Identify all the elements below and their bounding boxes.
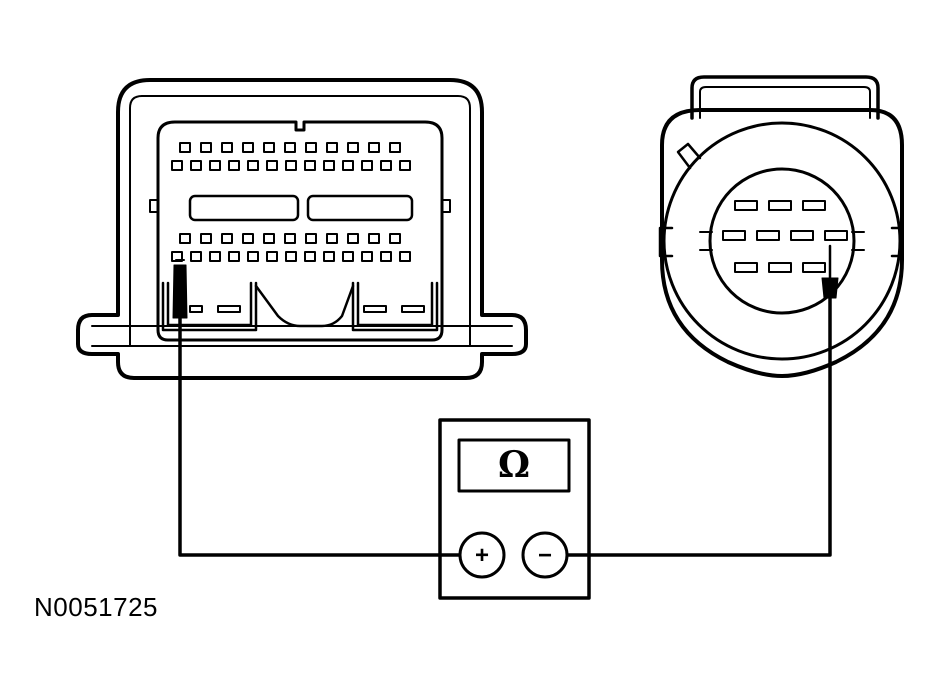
pin-cavity xyxy=(209,251,221,262)
pin-cavity xyxy=(247,251,259,262)
sensor-pin-grid xyxy=(722,200,848,273)
pin-cavity xyxy=(347,233,359,244)
pin-cavity xyxy=(389,233,401,244)
module-slot-left xyxy=(188,194,300,222)
pin-cavity xyxy=(347,142,359,153)
pin-cavity xyxy=(305,233,317,244)
pin-cavity xyxy=(326,142,338,153)
pin-cavity xyxy=(179,233,191,244)
negative-terminal[interactable] xyxy=(521,531,569,579)
pin-cavity xyxy=(323,160,335,171)
pin-cavity xyxy=(221,142,233,153)
pin-cavity xyxy=(342,251,354,262)
pin-cavity xyxy=(263,142,275,153)
pin-cavity xyxy=(209,160,221,171)
module-connector xyxy=(76,78,528,380)
probe-positive xyxy=(172,259,188,319)
pin-cavity xyxy=(326,233,338,244)
multimeter-display xyxy=(457,438,571,493)
multimeter: Ω + − xyxy=(438,418,591,600)
test-lead-negative xyxy=(565,296,832,557)
pin-cavity xyxy=(790,230,814,241)
negative-terminal-label: − xyxy=(538,542,552,569)
sensor-connector-housing xyxy=(660,108,904,378)
pin-cavity xyxy=(228,160,240,171)
pin-cavity xyxy=(342,160,354,171)
pin-cavity xyxy=(263,233,275,244)
pin-cavity xyxy=(361,160,373,171)
test-lead-positive xyxy=(178,316,462,557)
pin-cavity xyxy=(734,200,758,211)
pin-cavity xyxy=(221,233,233,244)
pin-cavity xyxy=(284,233,296,244)
module-housing xyxy=(76,78,528,380)
pin-cavity xyxy=(266,251,278,262)
pin-cavity xyxy=(305,142,317,153)
sensor-connector-face xyxy=(662,121,902,361)
pin-cavity xyxy=(399,160,411,171)
pin-cavity xyxy=(304,251,316,262)
pin-cavity xyxy=(200,142,212,153)
module-pin-row-1 xyxy=(179,142,401,153)
pin-cavity xyxy=(368,233,380,244)
pin-cavity xyxy=(361,251,373,262)
pin-cavity xyxy=(734,262,758,273)
module-pocket-left xyxy=(161,281,258,332)
pin-cavity xyxy=(399,251,411,262)
pin-cavity xyxy=(768,200,792,211)
pin-cavity xyxy=(389,142,401,153)
pin-cavity xyxy=(722,230,746,241)
module-pocket-right xyxy=(351,281,439,332)
pin-cavity xyxy=(284,142,296,153)
pin-cavity xyxy=(824,230,848,241)
pin-cavity xyxy=(266,160,278,171)
positive-terminal-label: + xyxy=(475,542,489,569)
pin-cavity xyxy=(190,160,202,171)
pin-cavity xyxy=(802,262,826,273)
pin-cavity xyxy=(768,262,792,273)
sensor-connector xyxy=(658,75,904,378)
sensor-connector-top-ridge xyxy=(690,75,880,120)
pin-cavity xyxy=(247,160,259,171)
figure-id: N0051725 xyxy=(34,592,158,622)
pin-cavity xyxy=(756,230,780,241)
pin-cavity xyxy=(380,251,392,262)
pin-cavity xyxy=(802,200,826,211)
pin-cavity xyxy=(171,160,183,171)
pin-cavity xyxy=(200,233,212,244)
ohm-symbol: Ω xyxy=(498,444,530,486)
module-key-notch xyxy=(254,284,355,328)
module-slot-right xyxy=(306,194,414,222)
module-pin-row-2 xyxy=(171,160,411,171)
positive-terminal[interactable] xyxy=(458,531,506,579)
pin-cavity xyxy=(190,251,202,262)
module-face xyxy=(156,120,444,342)
probe-negative xyxy=(821,244,839,299)
pin-cavity xyxy=(368,142,380,153)
pin-cavity xyxy=(242,142,254,153)
pin-cavity xyxy=(179,142,191,153)
multimeter-body xyxy=(438,418,591,600)
module-pin-row-3 xyxy=(179,233,401,244)
pin-cavity xyxy=(285,160,297,171)
pin-cavity xyxy=(242,233,254,244)
pin-cavity xyxy=(323,251,335,262)
pin-cavity xyxy=(228,251,240,262)
pin-cavity xyxy=(380,160,392,171)
module-pin-row-4 xyxy=(171,251,411,262)
pin-cavity xyxy=(304,160,316,171)
pin-cavity xyxy=(285,251,297,262)
